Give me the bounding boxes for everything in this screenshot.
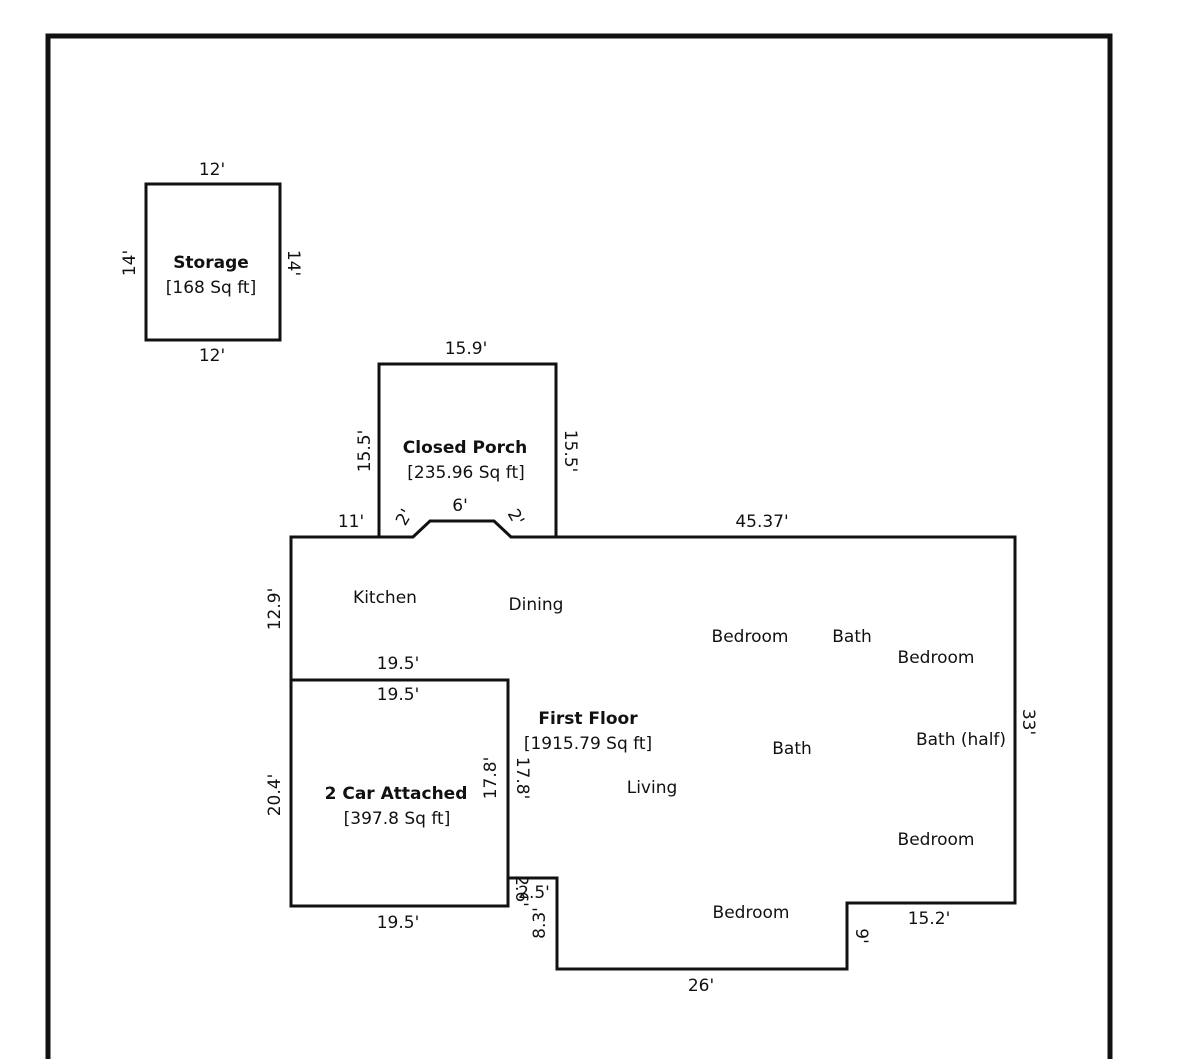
storage-name: Storage — [173, 253, 249, 273]
ff-dim-top-right: 45.37' — [735, 512, 788, 532]
storage-dim-bottom: 12' — [199, 346, 225, 366]
porch-name: Closed Porch — [403, 438, 527, 458]
ff-dim-notch-left: 8.3' — [530, 907, 550, 939]
porch-step-mid: 6' — [452, 496, 468, 516]
first-floor-area: [1915.79 Sq ft] — [524, 734, 652, 754]
room-bath-half: Bath (half) — [916, 730, 1006, 750]
porch-step-right: 2' — [503, 506, 528, 529]
first-floor-outline — [289, 519, 1017, 971]
ff-dim-notch-right: 9' — [851, 928, 871, 944]
porch-step-left: 2' — [392, 506, 417, 529]
first-floor-name: First Floor — [538, 709, 638, 729]
ff-dim-top-left: 11' — [338, 512, 364, 532]
porch-dim-left: 15.5' — [355, 430, 375, 473]
room-bedroom-1: Bedroom — [712, 627, 789, 647]
page-frame — [45, 33, 1113, 1059]
storage-area: [168 Sq ft] — [166, 278, 256, 298]
room-bath-2: Bath — [772, 739, 812, 759]
ff-dim-garage-right: 17.8' — [512, 757, 532, 800]
storage-dim-left: 14' — [120, 250, 140, 276]
porch-dim-top: 15.9' — [445, 339, 488, 359]
garage-dim-right: 17.8' — [481, 757, 501, 800]
storage-outline — [144, 182, 282, 342]
garage-area: [397.8 Sq ft] — [344, 809, 451, 829]
room-kitchen: Kitchen — [353, 588, 417, 608]
garage-dim-top: 19.5' — [377, 685, 420, 705]
ff-dim-notch-small-a: 2.5' — [518, 883, 550, 903]
storage-dim-right: 14' — [283, 250, 303, 276]
room-dining: Dining — [509, 595, 564, 615]
garage-outline — [289, 678, 510, 908]
room-bedroom-2: Bedroom — [898, 648, 975, 668]
storage-dim-top: 12' — [199, 160, 225, 180]
ff-dim-bottom-right: 15.2' — [908, 909, 951, 929]
ff-dim-notch-small-b: 2.6' — [511, 875, 531, 907]
garage-dim-bottom: 19.5' — [377, 913, 420, 933]
room-bath-1: Bath — [832, 627, 872, 647]
ff-dim-right: 33' — [1018, 709, 1038, 735]
room-living: Living — [627, 778, 678, 798]
porch-area: [235.96 Sq ft] — [407, 463, 525, 483]
room-bedroom-3: Bedroom — [898, 830, 975, 850]
garage-name: 2 Car Attached — [325, 784, 468, 804]
ff-dim-garage-top: 19.5' — [377, 654, 420, 674]
garage-dim-left: 20.4' — [265, 774, 285, 817]
ff-dim-bottom-notch: 26' — [688, 976, 714, 996]
ff-dim-left-upper: 12.9' — [265, 588, 285, 631]
porch-outline — [377, 362, 558, 537]
room-bedroom-4: Bedroom — [713, 903, 790, 923]
porch-dim-right: 15.5' — [560, 430, 580, 473]
